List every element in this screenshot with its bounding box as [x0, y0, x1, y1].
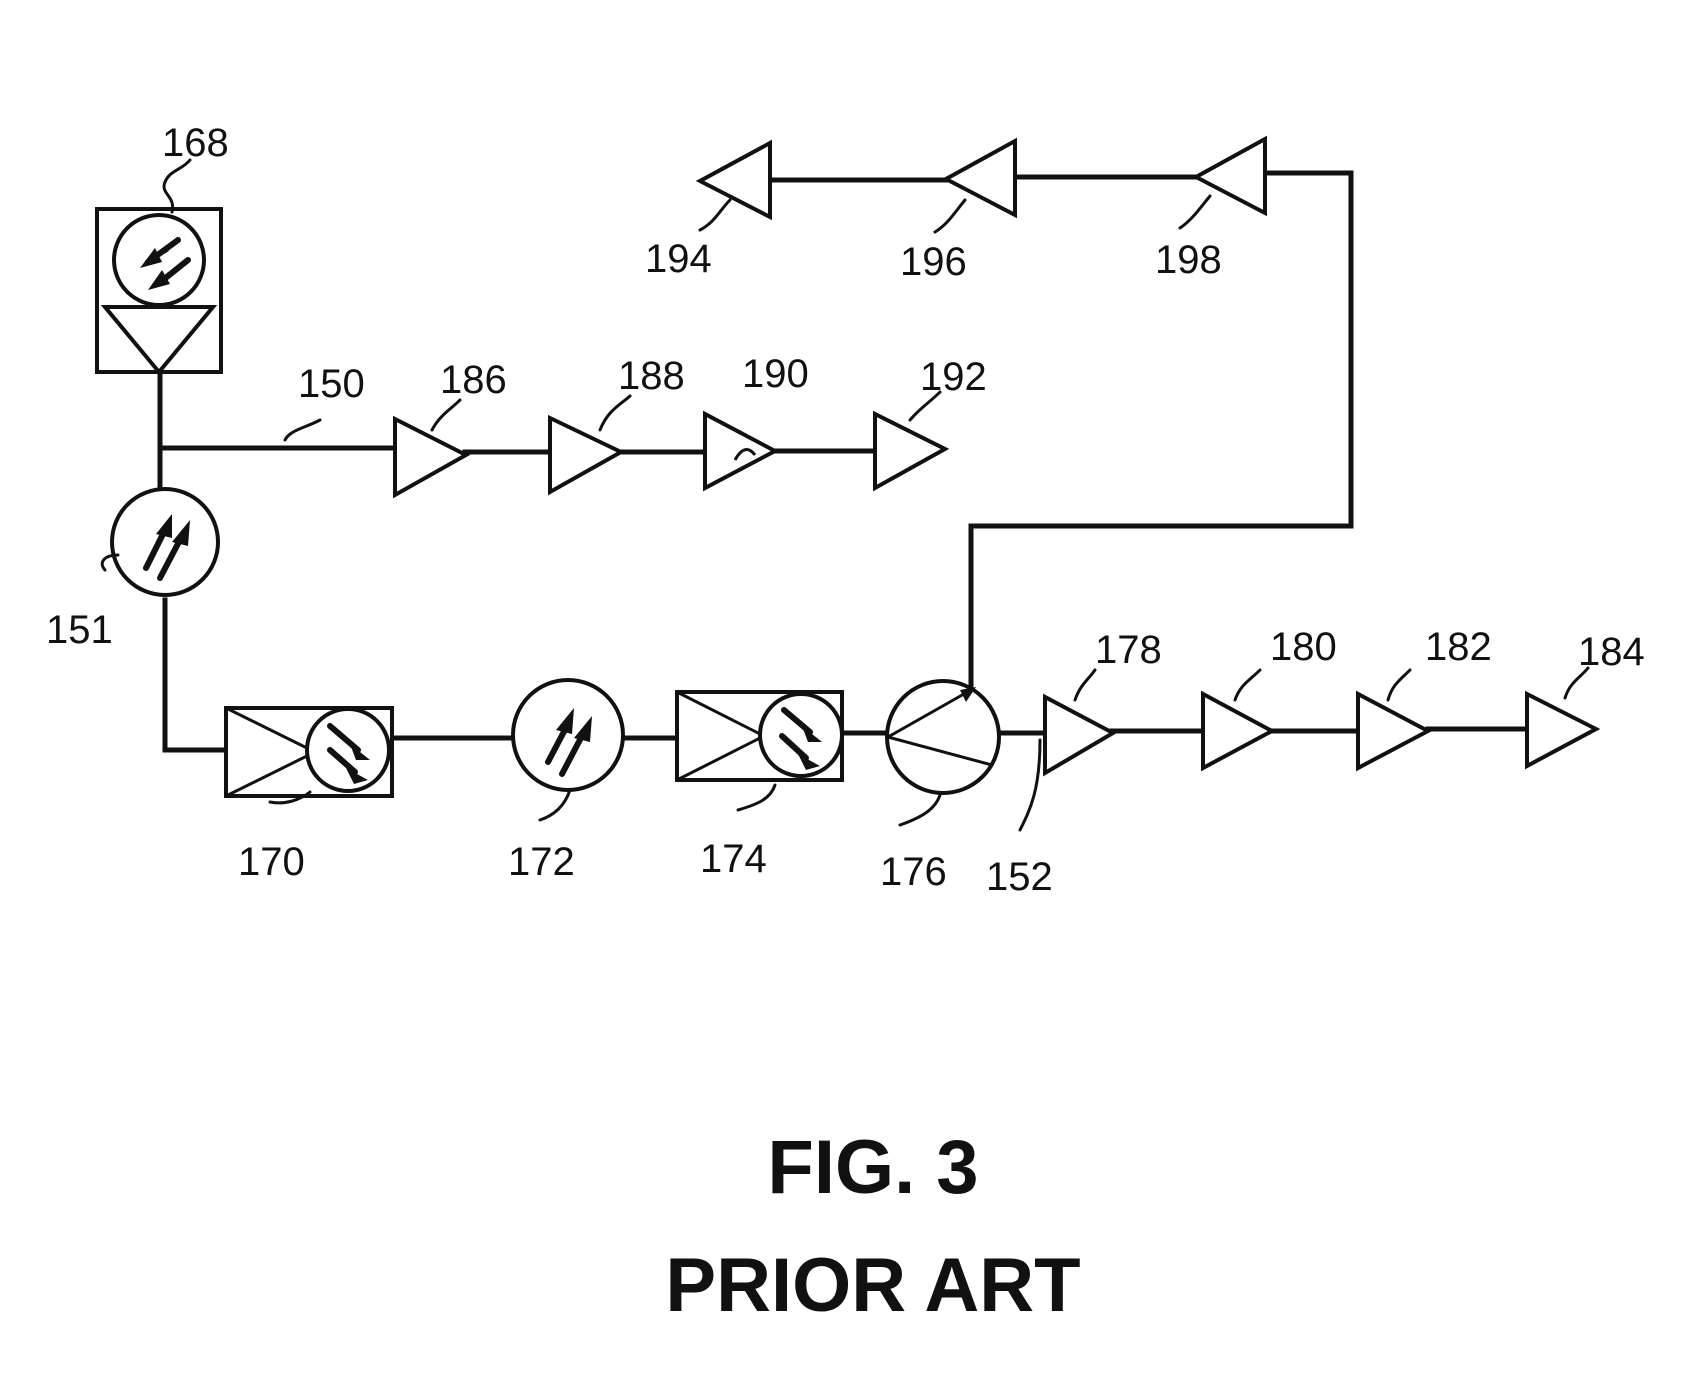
label-196: 196 — [900, 240, 967, 284]
figure-subcaption: PRIOR ART — [665, 1243, 1080, 1328]
amplifier-188 — [550, 418, 621, 492]
label-194: 194 — [645, 237, 712, 281]
label-182: 182 — [1425, 625, 1492, 669]
amplifier-190 — [705, 414, 775, 488]
component-174 — [677, 692, 842, 780]
coupler-172 — [513, 680, 623, 790]
amplifier-184 — [1527, 694, 1596, 766]
label-184: 184 — [1578, 630, 1645, 674]
figure-caption: FIG. 3 — [767, 1125, 978, 1210]
amplifier-182 — [1358, 694, 1428, 768]
amplifier-194 — [700, 143, 770, 217]
label-180: 180 — [1270, 625, 1337, 669]
component-170 — [226, 708, 392, 796]
amplifier-178 — [1045, 697, 1113, 773]
amplifier-196 — [946, 141, 1015, 215]
amplifier-186 — [395, 419, 466, 495]
component-168 — [97, 209, 221, 372]
label-151: 151 — [46, 608, 113, 652]
label-176: 176 — [880, 850, 947, 894]
amplifier-192 — [875, 414, 945, 488]
circulator-176 — [887, 681, 999, 793]
label-186: 186 — [440, 358, 507, 402]
label-150: 150 — [298, 362, 365, 406]
label-152: 152 — [986, 855, 1053, 899]
label-192: 192 — [920, 355, 987, 399]
label-174: 174 — [700, 837, 767, 881]
label-178: 178 — [1095, 628, 1162, 672]
label-188: 188 — [618, 354, 685, 398]
label-198: 198 — [1155, 238, 1222, 282]
label-170: 170 — [238, 840, 305, 884]
amplifier-180 — [1203, 694, 1272, 768]
label-168: 168 — [162, 121, 229, 165]
label-172: 172 — [508, 840, 575, 884]
label-190: 190 — [742, 352, 809, 396]
coupler-151 — [112, 489, 218, 595]
